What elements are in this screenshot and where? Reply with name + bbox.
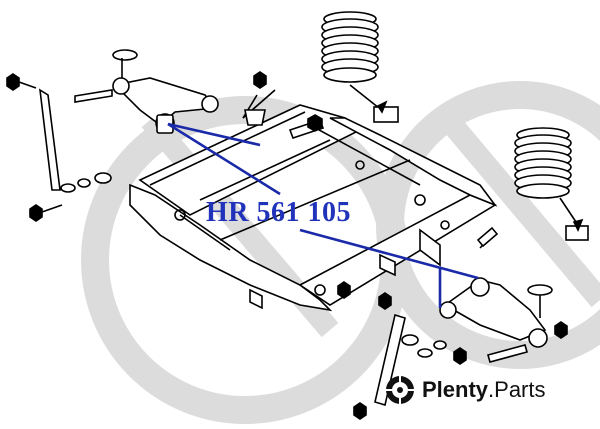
stabilizer-link-left [6,73,112,222]
lower-right-control-arm [439,226,568,363]
stabilizer-link-right [337,281,467,420]
plenty-parts-logo-icon [386,376,414,404]
coil-spring-top [321,11,399,123]
part-number-label: HR 561 105 [206,197,351,228]
callout-lines [167,122,479,308]
brand-suffix: .Parts [488,377,546,402]
brand-text: Plenty.Parts [422,377,546,403]
brand-watermark[interactable]: Plenty.Parts [384,373,546,407]
brand-name: Plenty [422,377,489,402]
coil-spring-right [514,127,589,241]
